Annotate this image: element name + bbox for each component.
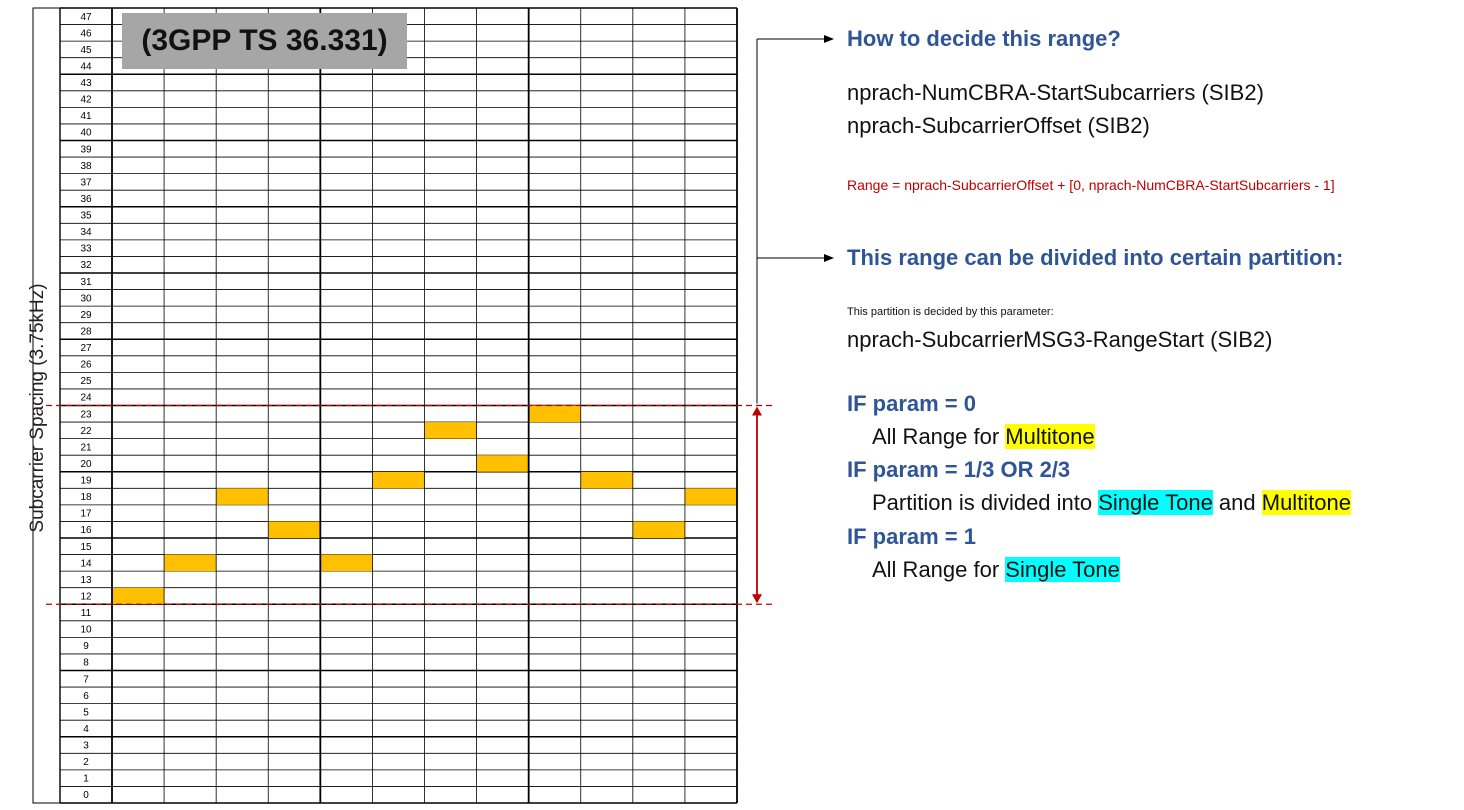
- highlighted-cell: [320, 554, 373, 572]
- row-label: 32: [80, 260, 92, 271]
- row-label: 12: [80, 591, 92, 602]
- pointer-arrow-head: [824, 254, 834, 262]
- highlighted-cell: [112, 587, 165, 605]
- row-label: 18: [80, 492, 92, 503]
- range-formula: Range = nprach-SubcarrierOffset + [0, np…: [847, 177, 1335, 193]
- highlighted-cell: [268, 521, 321, 538]
- row-label: 38: [80, 161, 92, 172]
- param-num-cbra: nprach-NumCBRA-StartSubcarriers (SIB2): [847, 80, 1264, 105]
- param-msg3-range-start: nprach-SubcarrierMSG3-RangeStart (SIB2): [847, 327, 1273, 352]
- row-label: 15: [80, 542, 92, 553]
- partition-heading: This range can be divided into certain p…: [847, 245, 1344, 270]
- if-param-1: IF param = 1: [847, 524, 977, 549]
- row-label: 5: [83, 707, 89, 718]
- row-label: 35: [80, 211, 92, 222]
- row-label: 7: [83, 674, 89, 685]
- row-label: 20: [80, 459, 92, 470]
- explanation-panel: How to decide this range? nprach-NumCBRA…: [846, 0, 1456, 810]
- row-label: 17: [80, 509, 92, 520]
- row-label: 26: [80, 360, 92, 371]
- row-label: 46: [80, 28, 92, 39]
- row-label: 0: [83, 790, 89, 801]
- if-param-third: IF param = 1/3 OR 2/3: [847, 457, 1071, 482]
- highlighted-cell: [528, 405, 581, 423]
- if0-text: All Range for: [872, 424, 1006, 449]
- row-label: 9: [83, 641, 89, 652]
- row-label: 29: [80, 310, 92, 321]
- highlighted-cell: [476, 455, 529, 472]
- row-label: 4: [83, 724, 89, 735]
- highlighted-cell: [164, 554, 217, 572]
- row-label: 33: [80, 244, 92, 255]
- single-tone-highlight: Single Tone: [1098, 490, 1213, 515]
- row-label: 6: [83, 691, 89, 702]
- row-label: 40: [80, 128, 92, 139]
- if1-and: and: [1212, 490, 1262, 515]
- if2-text: All Range for: [872, 557, 1006, 582]
- row-label: 43: [80, 78, 92, 89]
- highlighted-cell: [424, 422, 477, 439]
- highlighted-cell: [580, 471, 633, 489]
- partition-note: This partition is decided by this parame…: [847, 306, 1054, 318]
- row-label: 22: [80, 426, 92, 437]
- if-param-0: IF param = 0: [847, 391, 977, 416]
- row-label: 24: [80, 393, 92, 404]
- highlighted-cell: [216, 488, 269, 505]
- range-question-heading: How to decide this range?: [847, 26, 1121, 51]
- multitone-highlight: Multitone: [1005, 424, 1095, 449]
- row-label: 34: [80, 227, 92, 238]
- if1-text: Partition is divided into: [872, 490, 1099, 515]
- row-label: 42: [80, 95, 92, 106]
- row-label: 36: [80, 194, 92, 205]
- y-axis-label: Subcarrier Spacing (3.75kHz): [27, 283, 48, 532]
- row-label: 10: [80, 625, 92, 636]
- highlighted-cell: [632, 521, 685, 538]
- row-label: 2: [83, 757, 89, 768]
- row-label: 31: [80, 277, 92, 288]
- row-label: 8: [83, 658, 89, 669]
- spec-badge: (3GPP TS 36.331): [122, 13, 407, 69]
- row-label: 21: [80, 442, 92, 453]
- multitone-highlight: Multitone: [1261, 490, 1352, 515]
- param-subcarrier-offset: nprach-SubcarrierOffset (SIB2): [847, 113, 1150, 138]
- row-label: 41: [80, 111, 92, 122]
- row-label: 39: [80, 144, 92, 155]
- row-label: 27: [80, 343, 92, 354]
- highlighted-cell: [372, 471, 425, 489]
- row-label: 28: [80, 326, 92, 337]
- row-label: 44: [80, 61, 92, 72]
- row-label: 13: [80, 575, 92, 586]
- row-label: 30: [80, 293, 92, 304]
- row-label: 11: [81, 608, 92, 619]
- if-param-third-result: Partition is divided into Single Tone an…: [872, 490, 1352, 516]
- row-label: 45: [80, 45, 92, 56]
- row-label: 47: [80, 12, 92, 23]
- row-label: 3: [83, 741, 89, 752]
- if-param-1-result: All Range for Single Tone: [872, 557, 1120, 583]
- row-label: 23: [80, 409, 92, 420]
- range-arrow-head-up: [752, 406, 762, 416]
- row-label: 25: [80, 376, 92, 387]
- row-label: 19: [80, 476, 92, 487]
- single-tone-highlight: Single Tone: [1005, 557, 1120, 582]
- row-label: 37: [80, 177, 92, 188]
- row-label: 14: [80, 558, 92, 569]
- highlighted-cell: [684, 488, 737, 505]
- range-arrow-head-down: [752, 594, 762, 604]
- pointer-arrow-head: [824, 35, 834, 43]
- row-label: 16: [80, 525, 92, 536]
- row-label: 1: [83, 774, 89, 785]
- if-param-0-result: All Range for Multitone: [872, 424, 1095, 450]
